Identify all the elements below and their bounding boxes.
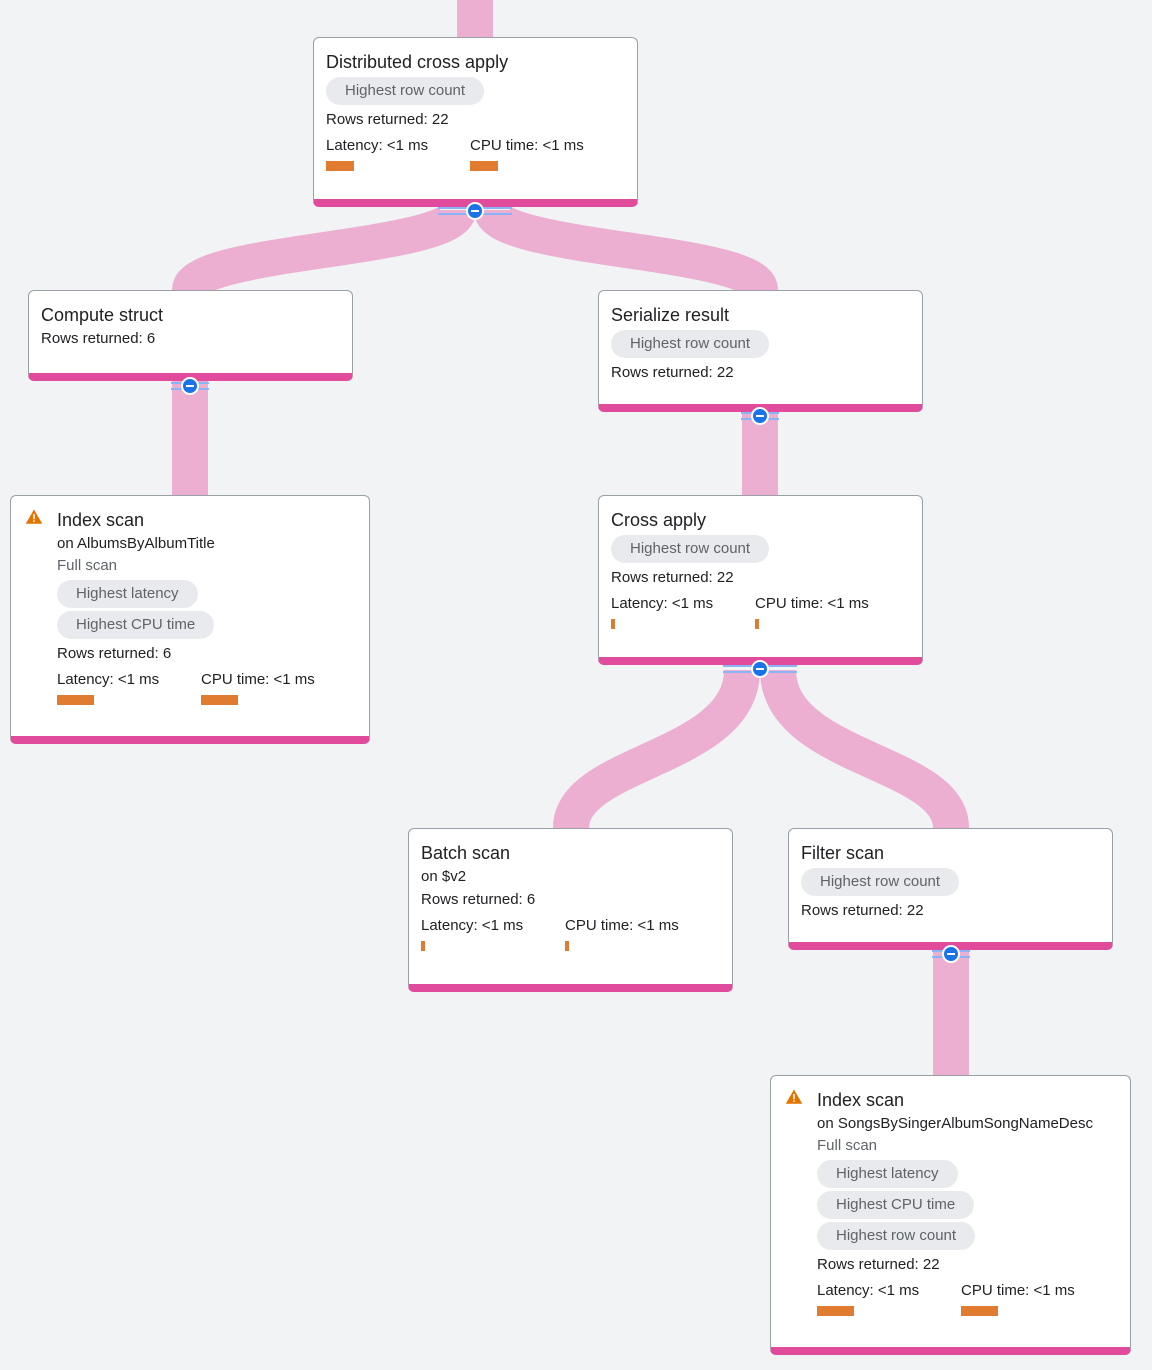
- scan-type: Full scan: [817, 1137, 878, 1154]
- warning-icon: [25, 509, 43, 524]
- highest-row-count-chip: Highest row count: [326, 77, 485, 105]
- latency-bar: [817, 1306, 854, 1316]
- rows-returned: Rows returned: 6: [41, 330, 156, 347]
- cpu-time-bar: [201, 695, 238, 705]
- node-title: Index scan: [57, 510, 145, 530]
- node-title: Batch scan: [421, 843, 511, 863]
- minus-icon: [751, 660, 769, 678]
- plan-node-compute-struct[interactable]: Compute struct Rows returned: 6: [28, 290, 353, 381]
- rows-returned: Rows returned: 22: [801, 902, 924, 919]
- highest-latency-chip: Highest latency: [817, 1160, 958, 1188]
- cpu-time-bar: [755, 619, 759, 629]
- highest-row-count-chip: Highest row count: [611, 330, 770, 358]
- latency-bar: [326, 161, 354, 171]
- rows-returned: Rows returned: 6: [57, 645, 172, 662]
- collapse-toggle-cross-apply[interactable]: [723, 660, 797, 678]
- node-title: Distributed cross apply: [326, 52, 509, 72]
- cpu-time-bar: [565, 941, 569, 951]
- highest-row-count-chip: Highest row count: [817, 1222, 976, 1250]
- latency-bar: [611, 619, 615, 629]
- latency-label: Latency: <1 ms: [57, 671, 160, 688]
- scan-target: on $v2: [421, 868, 467, 885]
- highest-cpu-time-chip: Highest CPU time: [817, 1191, 975, 1219]
- plan-node-serialize-result[interactable]: Serialize result Highest row count Rows …: [598, 290, 923, 412]
- latency-label: Latency: <1 ms: [421, 917, 524, 934]
- cpu-time-label: CPU time: <1 ms: [470, 137, 584, 154]
- highest-latency-chip: Highest latency: [57, 580, 198, 608]
- highest-cpu-time-chip: Highest CPU time: [57, 611, 215, 639]
- plan-node-index-scan-songs[interactable]: Index scan on SongsBySingerAlbumSongName…: [770, 1075, 1131, 1355]
- scan-target: on AlbumsByAlbumTitle: [57, 535, 215, 552]
- cpu-time-label: CPU time: <1 ms: [201, 671, 315, 688]
- minus-icon: [181, 377, 199, 395]
- cpu-time-bar: [470, 161, 498, 171]
- cpu-time-label: CPU time: <1 ms: [565, 917, 679, 934]
- minus-icon: [751, 407, 769, 425]
- latency-label: Latency: <1 ms: [326, 137, 429, 154]
- highest-row-count-chip: Highest row count: [611, 535, 770, 563]
- latency-bar: [57, 695, 94, 705]
- plan-node-index-scan-albums[interactable]: Index scan on AlbumsByAlbumTitle Full sc…: [10, 495, 370, 744]
- rows-returned: Rows returned: 22: [611, 364, 734, 381]
- plan-node-distributed-cross-apply[interactable]: Distributed cross apply Highest row coun…: [313, 37, 638, 207]
- collapse-toggle-compute-struct[interactable]: [171, 377, 209, 395]
- latency-label: Latency: <1 ms: [611, 595, 714, 612]
- cpu-time-label: CPU time: <1 ms: [755, 595, 869, 612]
- edge-cross-filter: [760, 668, 969, 831]
- rows-returned: Rows returned: 22: [326, 111, 449, 128]
- warning-icon: [785, 1089, 803, 1104]
- node-title: Serialize result: [611, 305, 730, 325]
- rows-returned: Rows returned: 22: [611, 569, 734, 586]
- highest-row-count-chip: Highest row count: [801, 868, 960, 896]
- plan-node-filter-scan[interactable]: Filter scan Highest row count Rows retur…: [788, 828, 1113, 950]
- edge-dca-serialize: [474, 202, 778, 298]
- collapse-toggle-distributed-cross-apply[interactable]: [438, 202, 512, 220]
- collapse-toggle-filter-scan[interactable]: [932, 945, 970, 963]
- scan-type: Full scan: [57, 557, 118, 574]
- minus-icon: [942, 945, 960, 963]
- plan-node-cross-apply[interactable]: Cross apply Highest row count Rows retur…: [598, 495, 923, 665]
- cpu-time-bar: [961, 1306, 998, 1316]
- node-title: Compute struct: [41, 305, 164, 325]
- latency-label: Latency: <1 ms: [817, 1282, 920, 1299]
- latency-bar: [421, 941, 425, 951]
- scan-target: on SongsBySingerAlbumSongNameDesc: [817, 1115, 1093, 1132]
- edge-cross-batch: [553, 668, 760, 831]
- node-title: Cross apply: [611, 510, 707, 530]
- cpu-time-label: CPU time: <1 ms: [961, 1282, 1075, 1299]
- minus-icon: [466, 202, 484, 220]
- node-title: Filter scan: [801, 843, 885, 863]
- rows-returned: Rows returned: 22: [817, 1256, 940, 1273]
- plan-node-batch-scan[interactable]: Batch scan on $v2 Rows returned: 6 Laten…: [408, 828, 733, 992]
- edge-dca-compute: [172, 202, 476, 298]
- node-title: Index scan: [817, 1090, 905, 1110]
- collapse-toggle-serialize-result[interactable]: [741, 407, 779, 425]
- rows-returned: Rows returned: 6: [421, 891, 536, 908]
